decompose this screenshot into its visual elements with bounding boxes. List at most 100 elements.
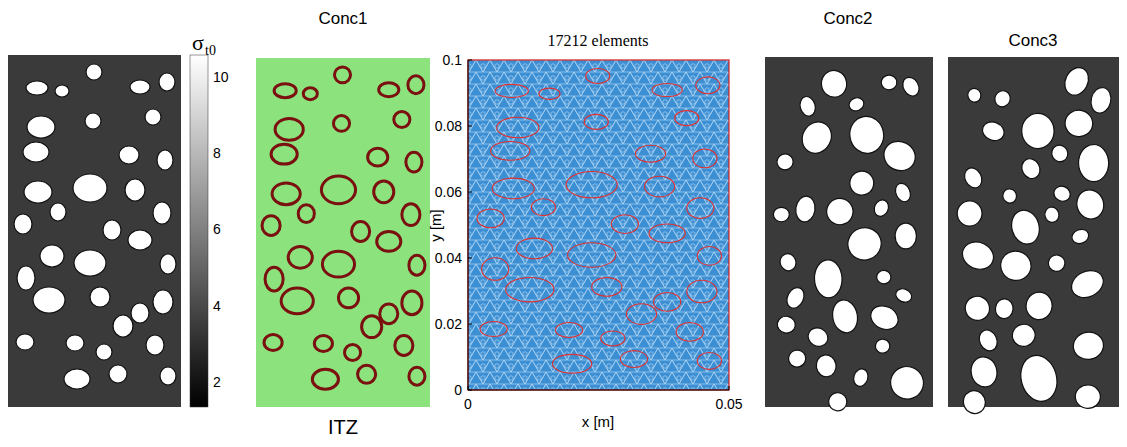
aggregate: [480, 322, 507, 337]
aggregate: [778, 251, 799, 273]
aggregate: [26, 81, 48, 95]
aggregate: [893, 181, 914, 204]
aggregate: [506, 278, 554, 302]
aggregate: [776, 315, 797, 335]
aggregate: [1071, 330, 1105, 362]
aggregate: [830, 298, 860, 335]
mesh-plot: [468, 60, 729, 390]
aggregate: [1070, 227, 1091, 246]
tick-label: 0.08: [435, 119, 462, 133]
aggregate: [321, 176, 355, 204]
aggregate: [271, 144, 297, 164]
aggregate: [312, 369, 338, 389]
aggregate: [408, 76, 424, 94]
aggregate: [1060, 64, 1093, 99]
aggregate: [697, 247, 721, 266]
aggregate: [264, 335, 282, 351]
aggregate: [27, 116, 55, 138]
aggregate: [881, 75, 897, 90]
aggregate: [274, 84, 296, 98]
aggregate: [402, 204, 420, 226]
aggregate: [531, 199, 555, 216]
aggregate: [693, 149, 717, 168]
aggregate: [495, 84, 528, 97]
aggregate: [815, 353, 838, 378]
aggregate: [23, 142, 49, 162]
aggregate: [482, 258, 509, 281]
aggregate: [146, 335, 164, 355]
itz-map: [256, 58, 430, 407]
aggregate: [160, 254, 176, 274]
aggregate: [491, 142, 530, 161]
aggregate: [852, 367, 871, 388]
aggregate: [798, 95, 818, 118]
aggregate: [620, 351, 647, 368]
aggregate: [900, 74, 923, 98]
aggregate: [157, 150, 173, 170]
aggregate: [968, 354, 999, 389]
tick-label: 8: [213, 146, 221, 160]
aggregate: [997, 248, 1034, 284]
aggregate: [867, 301, 902, 334]
aggregate: [992, 88, 1013, 109]
aggregate: [377, 232, 401, 252]
aggregate: [409, 255, 425, 275]
aggregate: [64, 369, 90, 389]
aggregate: [303, 88, 317, 100]
aggregate: [1089, 86, 1114, 116]
aggregate: [333, 116, 349, 132]
aggregate: [822, 194, 857, 229]
aggregate: [697, 353, 721, 370]
aggregate: [687, 280, 717, 303]
aggregate: [368, 148, 388, 166]
aggregate: [611, 215, 638, 234]
aggregate: [814, 259, 843, 298]
aggregate: [566, 172, 617, 198]
tick-label: 10: [213, 70, 229, 84]
panel-title: Conc2: [823, 10, 872, 27]
aggregate: [86, 64, 102, 80]
aggregate: [784, 285, 808, 311]
tick-label: 0.05: [715, 397, 742, 411]
aggregate: [976, 327, 1001, 354]
aggregate: [113, 315, 133, 337]
concrete-sample: [765, 57, 933, 412]
aggregate: [16, 334, 34, 350]
tick-label: 2: [213, 375, 221, 389]
colorbar: [190, 55, 208, 407]
aggregate: [1075, 385, 1101, 409]
aggregate: [696, 77, 720, 94]
aggregate: [635, 145, 665, 162]
aggregate: [552, 354, 591, 373]
aggregate: [1078, 144, 1109, 182]
aggregate: [96, 344, 112, 360]
aggregate: [645, 176, 675, 197]
aggregate: [402, 291, 422, 315]
aggregate: [626, 304, 656, 325]
aggregate: [847, 114, 887, 156]
aggregate: [1063, 108, 1094, 138]
tick-label: 4: [213, 299, 221, 313]
aggregate: [298, 205, 314, 223]
aggregate: [556, 323, 583, 338]
aggregate: [497, 117, 539, 138]
aggregate: [352, 222, 370, 242]
aggregate: [85, 113, 101, 129]
aggregate: [288, 246, 312, 268]
aggregate: [73, 174, 107, 202]
aggregate: [409, 367, 425, 385]
aggregate: [275, 118, 303, 140]
aggregate: [786, 348, 808, 369]
aggregate: [1024, 290, 1055, 322]
aggregate: [797, 117, 837, 159]
panel-title: Conc3: [1008, 32, 1057, 49]
aggregate: [568, 243, 616, 267]
aggregate: [160, 367, 176, 385]
aggregate: [584, 114, 608, 129]
aggregate: [1043, 206, 1060, 224]
axis-title: y [m]: [428, 209, 443, 242]
tick-label: 0: [464, 397, 472, 411]
aggregate: [895, 223, 916, 249]
tick-label: 0.1: [443, 53, 462, 67]
aggregate: [477, 209, 504, 228]
